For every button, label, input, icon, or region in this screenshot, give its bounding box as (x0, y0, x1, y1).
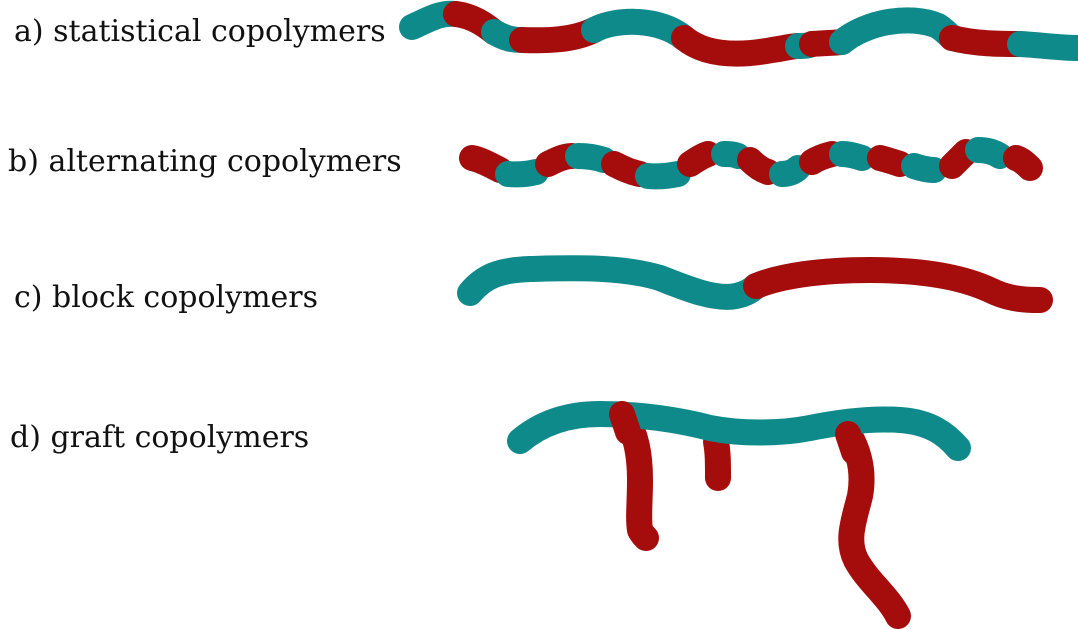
graft-teal-backbone (520, 414, 958, 448)
alternating-teal-5 (782, 168, 798, 174)
alternating-copolymer-chain (472, 150, 1030, 176)
statistical-red-segment-3 (684, 38, 798, 54)
alternating-red-7 (880, 158, 900, 164)
alternating-teal-4 (724, 154, 738, 156)
alternating-red-1 (472, 158, 500, 170)
statistical-teal-segment-5 (842, 20, 952, 42)
statistical-teal-segment-6 (1020, 44, 1078, 48)
alternating-teal-6 (842, 154, 862, 158)
alternating-red-5 (750, 160, 768, 172)
alternating-teal-8 (978, 150, 1000, 156)
alternating-red-8 (952, 152, 966, 166)
graft-red-branch-1-base (622, 414, 628, 432)
graft-copolymer-chain (520, 414, 958, 616)
alternating-teal-1 (508, 172, 536, 174)
alternating-red-9 (1016, 158, 1030, 168)
alternating-red-4 (690, 154, 708, 164)
block-copolymer-chain (470, 268, 1040, 300)
graft-red-branch-3-base (848, 434, 854, 452)
statistical-copolymer-chain (412, 14, 1078, 54)
alternating-teal-7 (914, 166, 934, 170)
alternating-teal-3 (648, 174, 678, 176)
statistical-teal-segment-3 (594, 22, 684, 38)
alternating-red-6 (812, 154, 832, 162)
block-red-block (756, 270, 1040, 300)
graft-red-branch-2 (716, 442, 718, 478)
block-teal-block (470, 268, 756, 297)
alternating-teal-2 (578, 156, 604, 160)
